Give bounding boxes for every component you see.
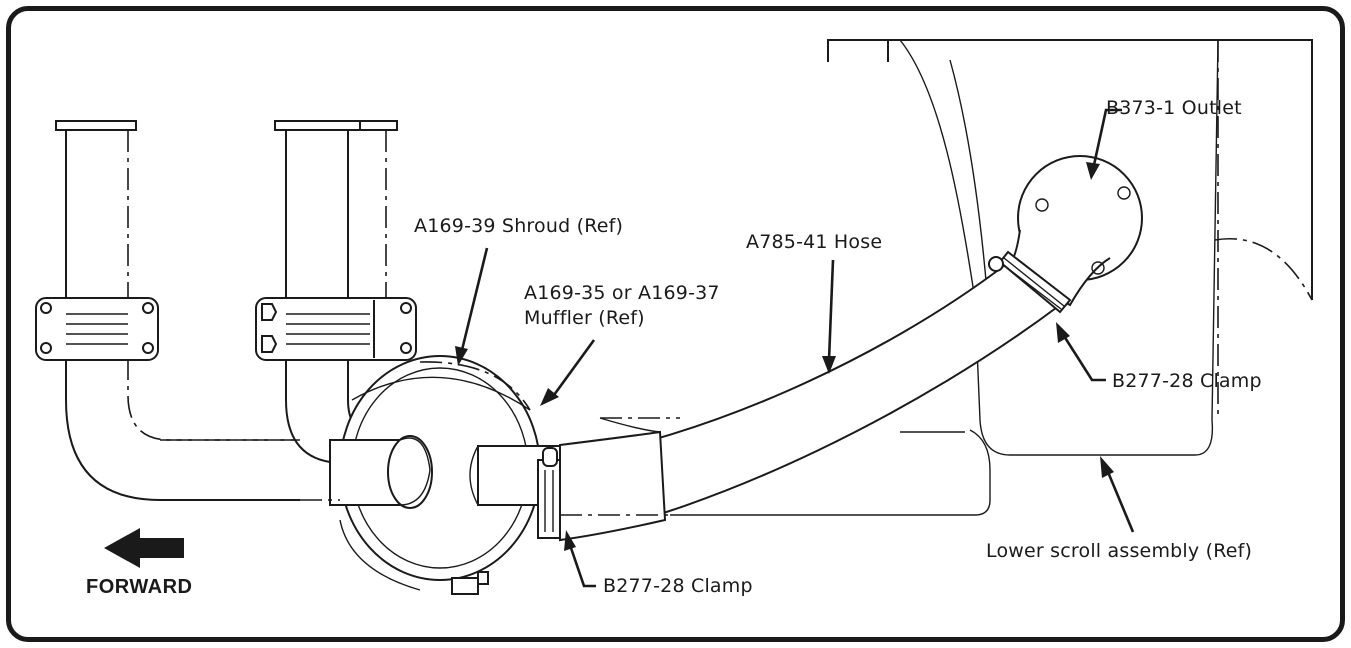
leader-clamp-right (1056, 322, 1106, 382)
outlet-bolt-hole (1035, 198, 1049, 212)
leader-outlet (1086, 108, 1122, 180)
forward-arrow-icon (104, 528, 184, 568)
label-shroud: A169-39 Shroud (Ref) (414, 215, 624, 237)
leader-scroll (1100, 456, 1135, 533)
label-clamp-right: B277-28 Clamp (1112, 370, 1262, 392)
outlet-bolt-hole (1091, 261, 1105, 275)
inlet-pipe (329, 435, 433, 509)
leader-hose (822, 259, 836, 374)
label-muffler-part: A169-35 or A169-37 (524, 282, 720, 304)
outlet-bolt-hole (1117, 186, 1131, 200)
label-forward: FORWARD (86, 576, 193, 598)
label-hose: A785-41 Hose (746, 231, 883, 253)
leader-shroud (455, 247, 489, 366)
label-outlet: B373-1 Outlet (1106, 97, 1242, 119)
leader-muffler (540, 339, 596, 406)
clamp-muffler (537, 447, 561, 539)
leader-clamp-bottom (564, 530, 596, 588)
clamp-outlet (988, 250, 1072, 314)
pipe-clamp-middle (255, 297, 417, 361)
label-clamp-bottom: B277-28 Clamp (603, 575, 753, 597)
pipe-clamp-left (35, 297, 159, 361)
diagram-frame (6, 6, 1345, 642)
label-lower-scroll: Lower scroll assembly (Ref) (986, 540, 1253, 562)
label-muffler-name: Muffler (Ref) (524, 307, 645, 329)
